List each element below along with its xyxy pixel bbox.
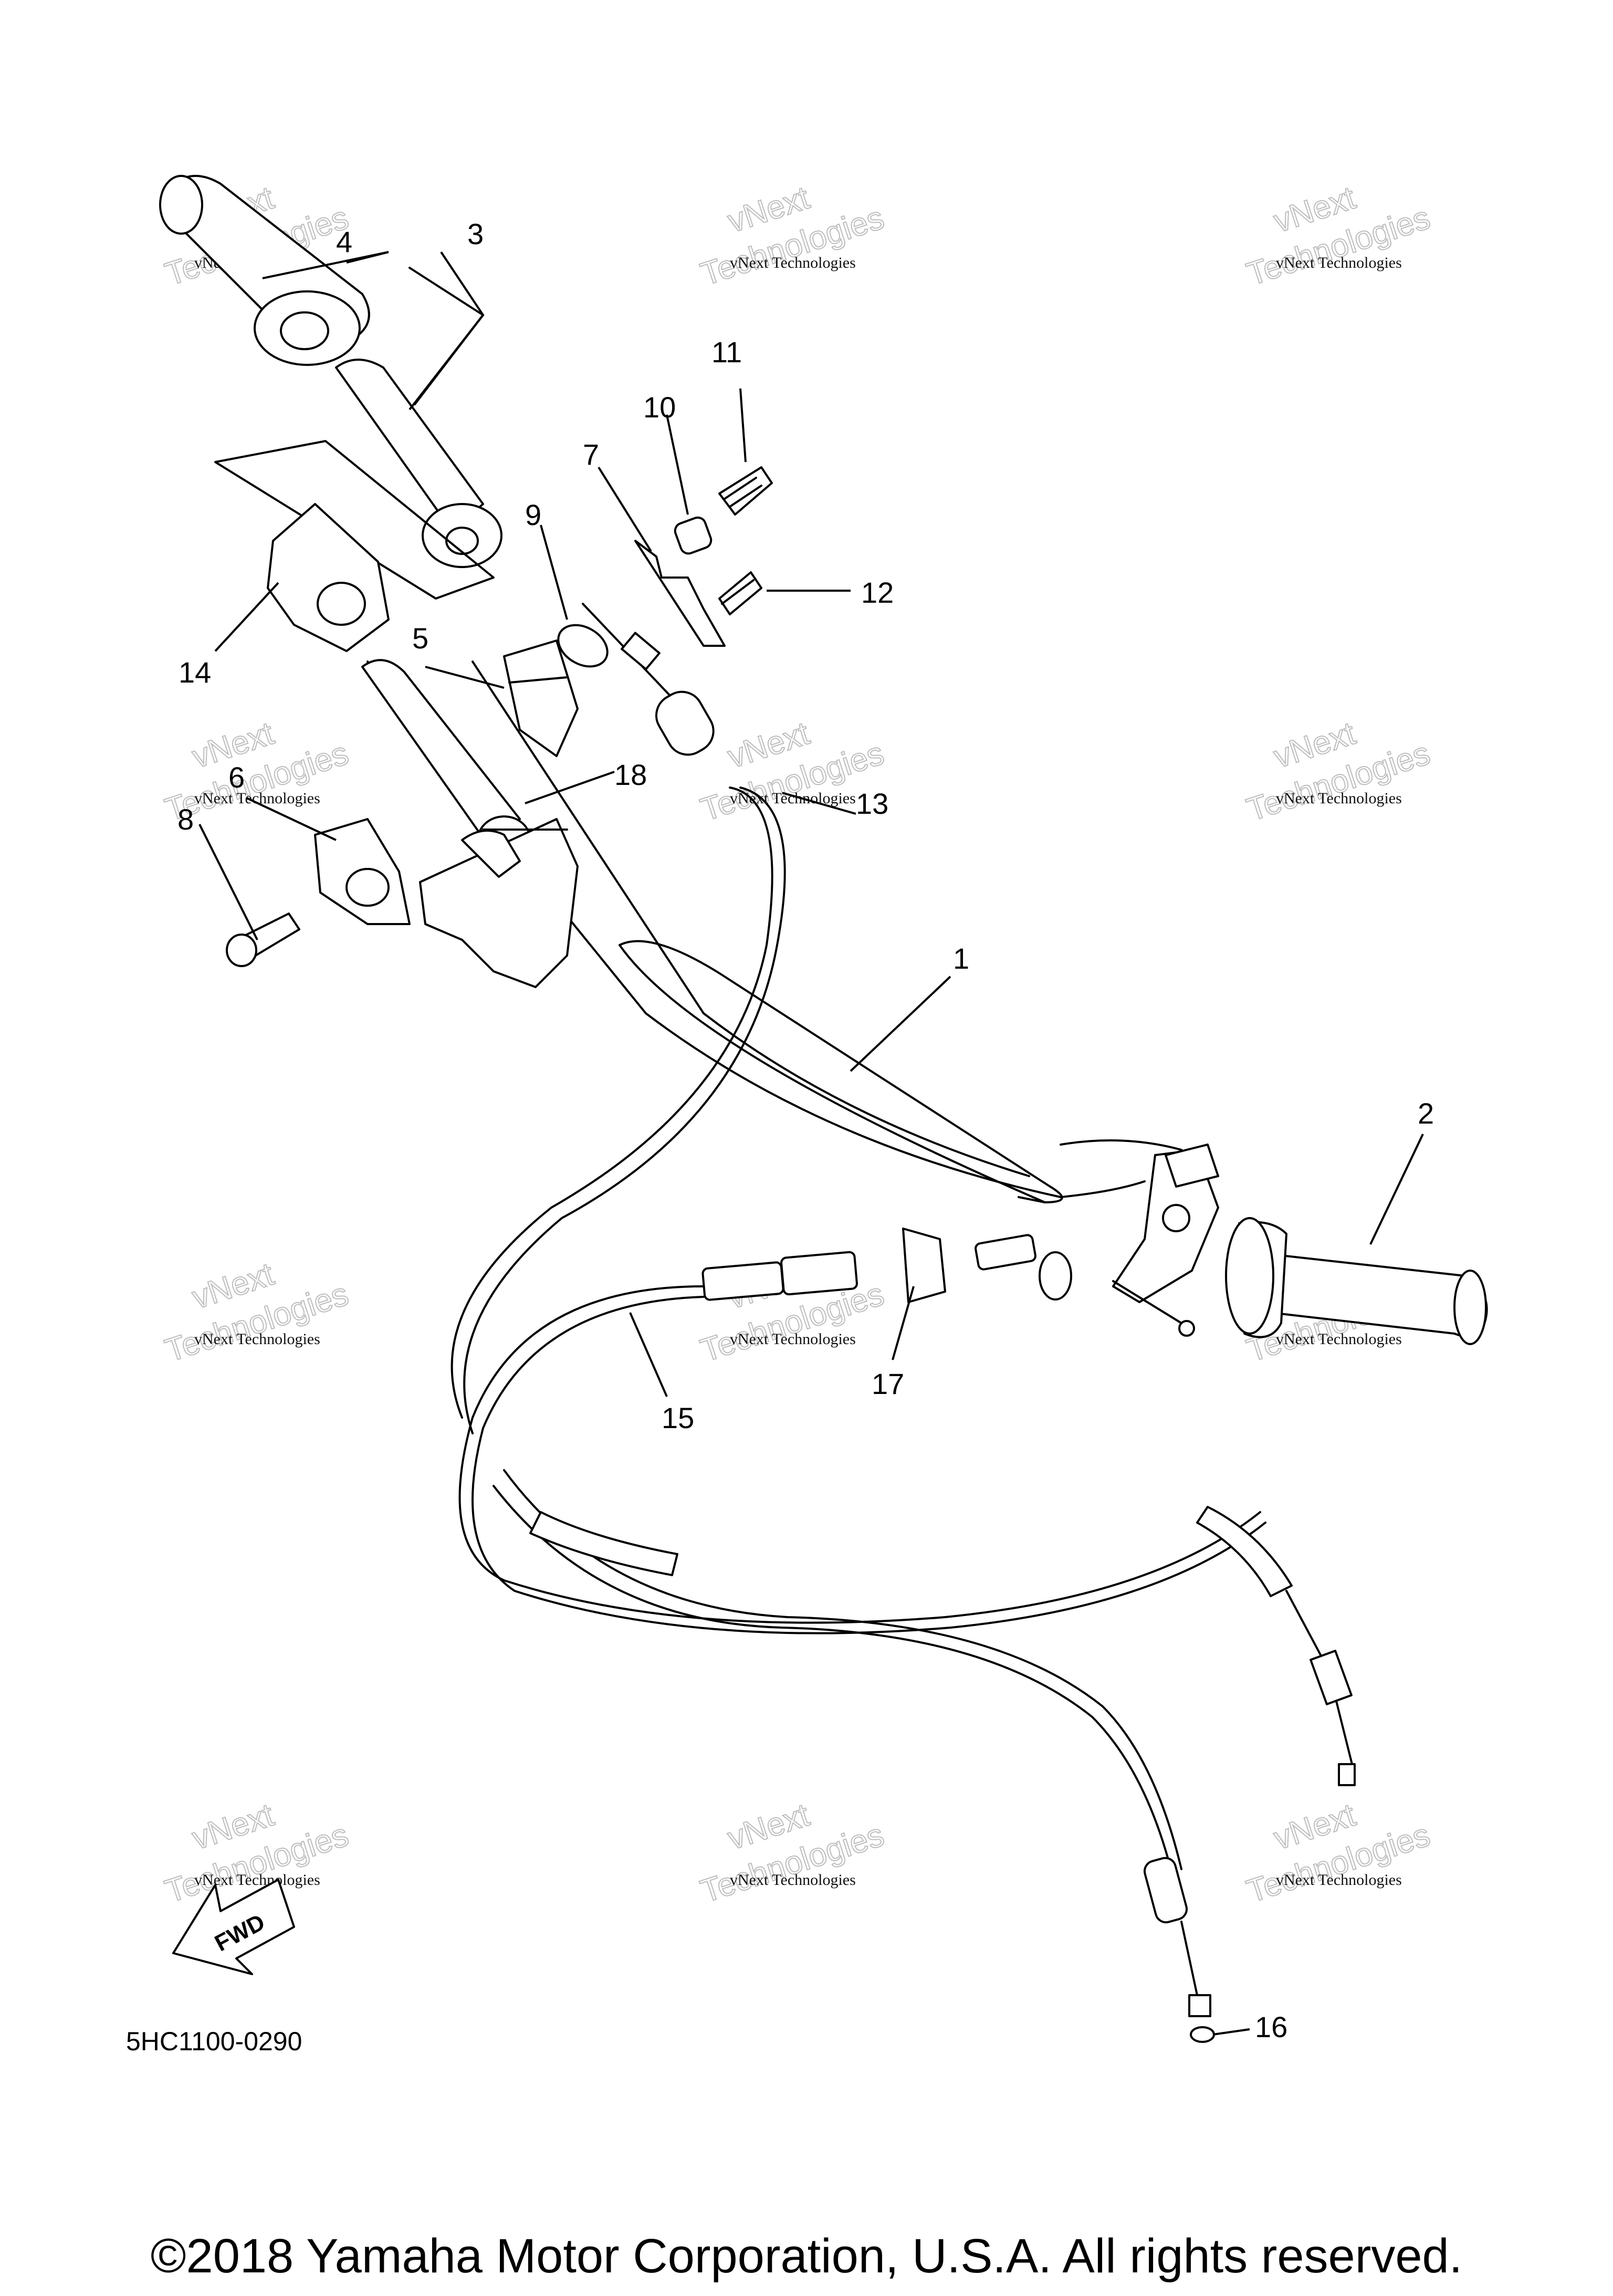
watermark: vNext Technologies vNext Technologies [1242, 715, 1435, 829]
bracket-7 [634, 540, 726, 647]
callout-4: 4 [336, 225, 352, 258]
watermark-small: vNext Technologies [730, 1871, 856, 1889]
cable-adjuster-17 [701, 1228, 1072, 1303]
switch-housing [419, 818, 579, 988]
watermark: vNext Technologies vNext Technologies [160, 1255, 353, 1369]
watermark: vNext Technologies vNext Technologies [696, 179, 889, 293]
callout-8: 8 [177, 803, 194, 836]
lever-holder [1112, 1144, 1219, 1337]
throttle-grip-assembly [159, 175, 502, 600]
watermark-grid: vNext Technologies vNext Technologies vN… [160, 179, 1435, 1910]
watermark: vNext Technologies vNext Technologies [1242, 179, 1435, 293]
callout-18: 18 [614, 758, 647, 791]
callout-2: 2 [1418, 1097, 1434, 1130]
callout-16: 16 [1255, 2010, 1287, 2043]
screw-11 [718, 466, 773, 516]
collar-10 [674, 516, 713, 555]
watermark: vNext Technologies vNext Technologies [1242, 1796, 1435, 1910]
watermark-small: vNext Technologies [730, 790, 856, 807]
watermark-small: vNext Technologies [1276, 254, 1402, 271]
bolt-8 [226, 913, 300, 967]
callout-6: 6 [228, 761, 245, 794]
screw-12 [718, 571, 762, 615]
watermark-small: vNext Technologies [1276, 1330, 1402, 1348]
callout-5: 5 [412, 622, 428, 655]
grip-right [1225, 1217, 1488, 1345]
watermark-small: vNext Technologies [194, 1871, 320, 1889]
drawing-code: 5HC1100-0290 [126, 2027, 302, 2056]
callout-15: 15 [662, 1401, 694, 1434]
watermark-small: vNext Technologies [730, 254, 856, 271]
callout-9: 9 [525, 498, 541, 531]
callout-14: 14 [179, 656, 211, 689]
callout-3: 3 [467, 217, 484, 250]
callout-11: 11 [711, 336, 742, 369]
watermark-small: vNext Technologies [194, 790, 320, 807]
cable-guide [503, 639, 579, 757]
callout-10: 10 [643, 391, 676, 424]
watermark-small: vNext Technologies [730, 1330, 856, 1348]
throttle-cable [451, 787, 786, 1434]
watermark-small: vNext Technologies [1276, 1871, 1402, 1889]
callout-13: 13 [856, 787, 888, 820]
leader-lines [198, 251, 1424, 2036]
callout-1: 1 [953, 942, 969, 975]
cable-end-16 [1143, 1857, 1215, 2043]
throttle-cover [314, 818, 411, 925]
callouts: 1 2 3 4 5 6 7 8 9 10 11 12 13 14 15 16 1… [177, 217, 1434, 2043]
clutch-cable [458, 1285, 1356, 1870]
copyright-notice: ©2018 Yamaha Motor Corporation, U.S.A. A… [150, 2229, 1463, 2283]
watermark-small: vNext Technologies [1276, 790, 1402, 807]
watermark-small: vNext Technologies [194, 1330, 320, 1348]
fwd-arrow: FWD [172, 1879, 295, 1975]
throttle-housing [267, 503, 390, 652]
callout-12: 12 [861, 576, 894, 609]
adjuster-9 [557, 624, 609, 668]
callout-7: 7 [583, 438, 599, 471]
cable-end-linkage [582, 603, 715, 756]
watermark: vNext Technologies vNext Technologies [696, 1796, 889, 1910]
throttle-tube [361, 659, 531, 865]
callout-17: 17 [872, 1367, 904, 1400]
bracket-18 [461, 830, 521, 878]
